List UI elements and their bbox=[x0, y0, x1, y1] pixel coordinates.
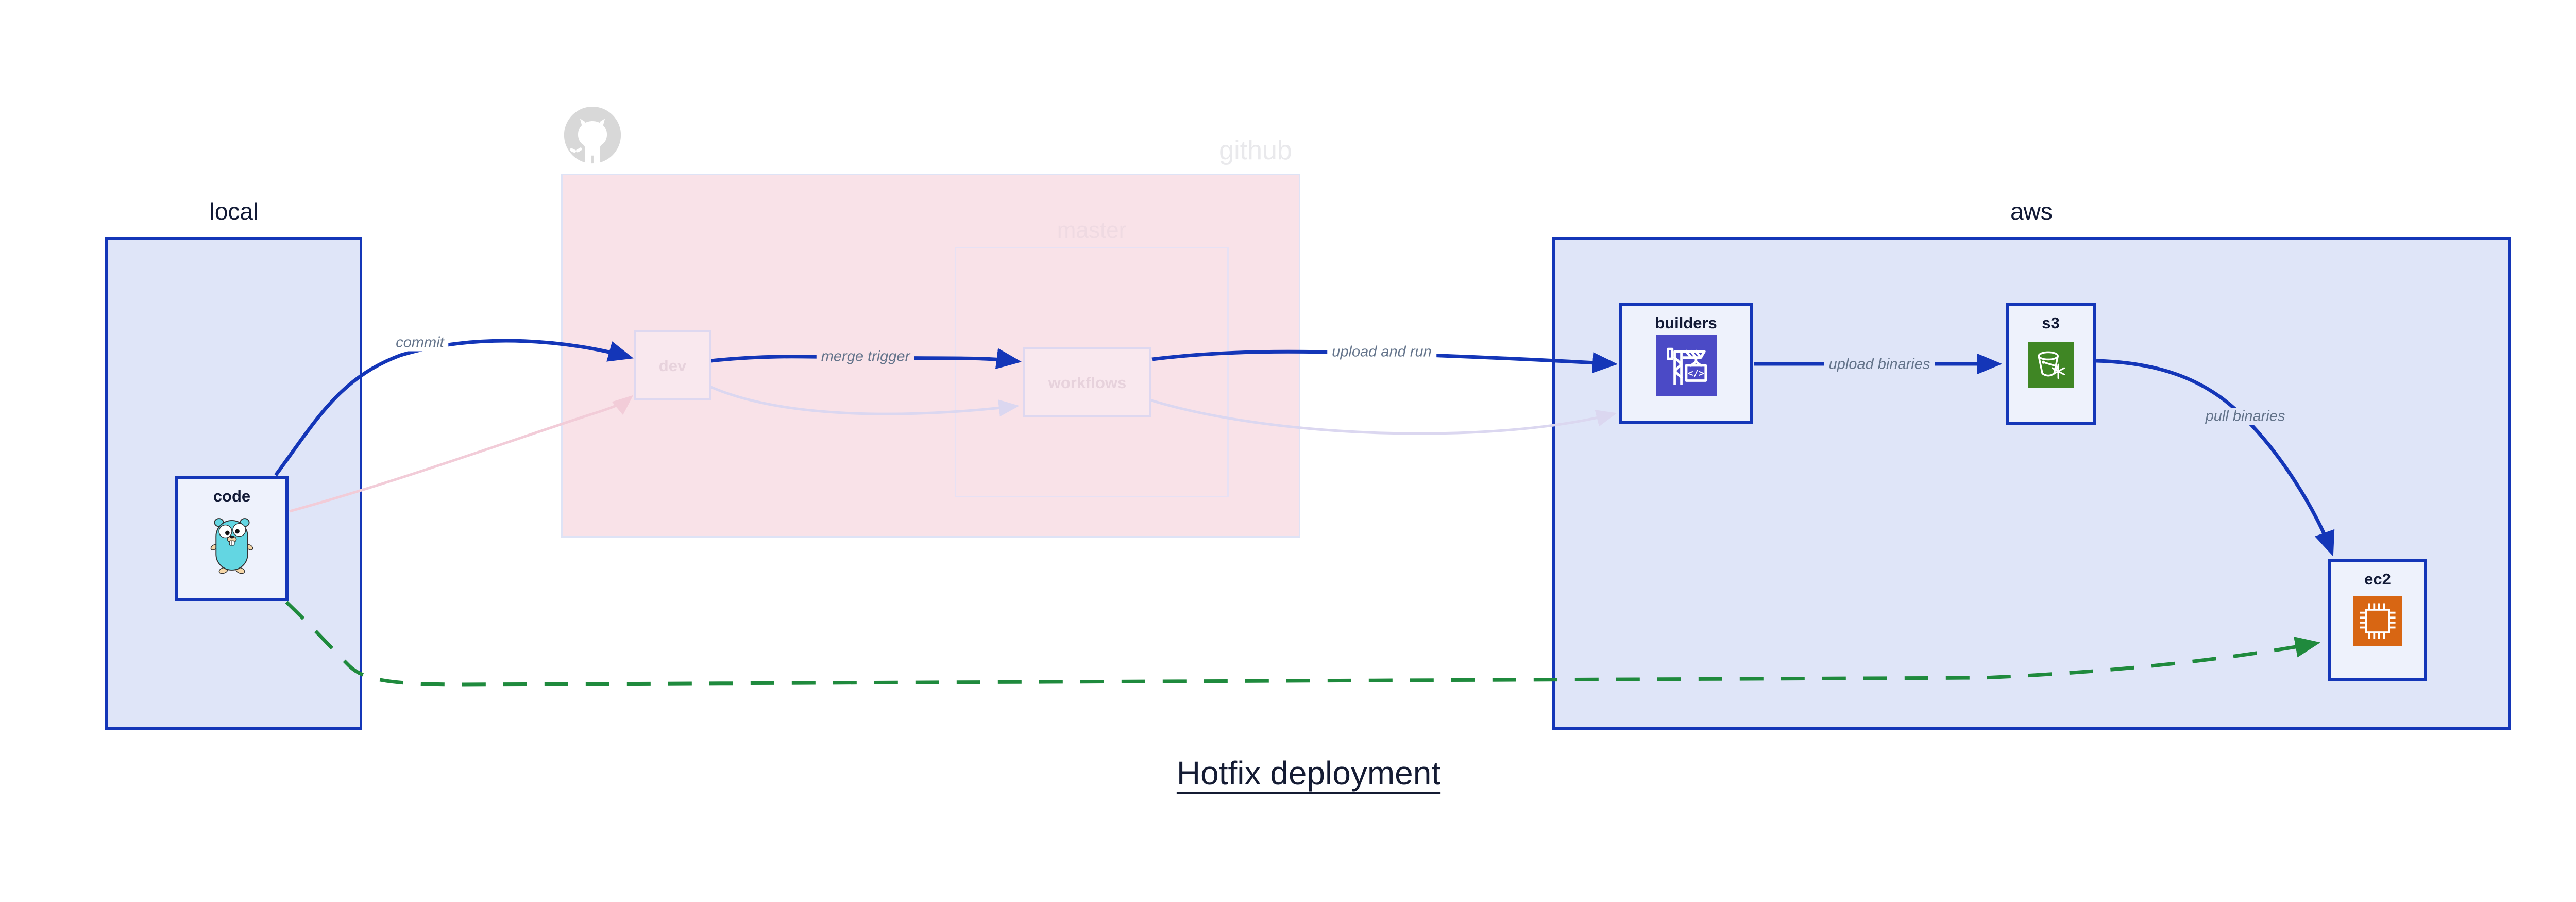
edge-label-commit: commit bbox=[391, 334, 449, 352]
edge-hotfix-dashed bbox=[285, 600, 2321, 687]
master-branch-box bbox=[955, 247, 1229, 497]
node-ec2: ec2 bbox=[2328, 559, 2427, 681]
node-workflows-label: workflows bbox=[1048, 373, 1127, 392]
go-gopher-icon bbox=[210, 518, 253, 574]
node-builders: builders </> bbox=[1619, 303, 1753, 424]
node-ec2-label: ec2 bbox=[2364, 570, 2391, 588]
edge-label-pull-binaries: pull binaries bbox=[2200, 408, 2290, 425]
edge-commit bbox=[274, 339, 634, 477]
node-code: code bbox=[175, 476, 289, 601]
edge-pull-binaries bbox=[2096, 359, 2335, 557]
edge-label-upload-and-run: upload and run bbox=[1327, 343, 1436, 361]
master-branch-label: master bbox=[1057, 218, 1127, 243]
ec2-chip-icon bbox=[2353, 596, 2402, 646]
node-builders-label: builders bbox=[1655, 314, 1717, 332]
local-group-label: local bbox=[209, 198, 259, 225]
node-s3: s3 bbox=[2006, 303, 2096, 425]
edge-workflows-to-builders-faded bbox=[1149, 398, 1617, 435]
edge-code-to-dev-faded bbox=[289, 395, 634, 513]
diagram-title: Hotfix deployment bbox=[1176, 755, 1441, 792]
edge-dev-to-workflows-faded bbox=[709, 385, 1020, 417]
github-region-label: github bbox=[1219, 136, 1292, 165]
node-s3-label: s3 bbox=[2042, 314, 2060, 332]
github-logo-icon bbox=[564, 106, 621, 165]
node-code-label: code bbox=[213, 487, 251, 505]
edge-label-merge-trigger: merge trigger bbox=[816, 348, 915, 365]
node-dev-label: dev bbox=[658, 356, 687, 375]
s3-glacier-bucket-icon bbox=[2028, 342, 2074, 388]
edge-label-upload-binaries: upload binaries bbox=[1824, 356, 1935, 373]
svg-text:</>: </> bbox=[1687, 369, 1704, 379]
node-workflows: workflows bbox=[1023, 347, 1151, 417]
node-dev: dev bbox=[634, 330, 711, 400]
codebuild-crane-icon: </> bbox=[1655, 335, 1717, 396]
aws-group-label: aws bbox=[2010, 198, 2053, 225]
